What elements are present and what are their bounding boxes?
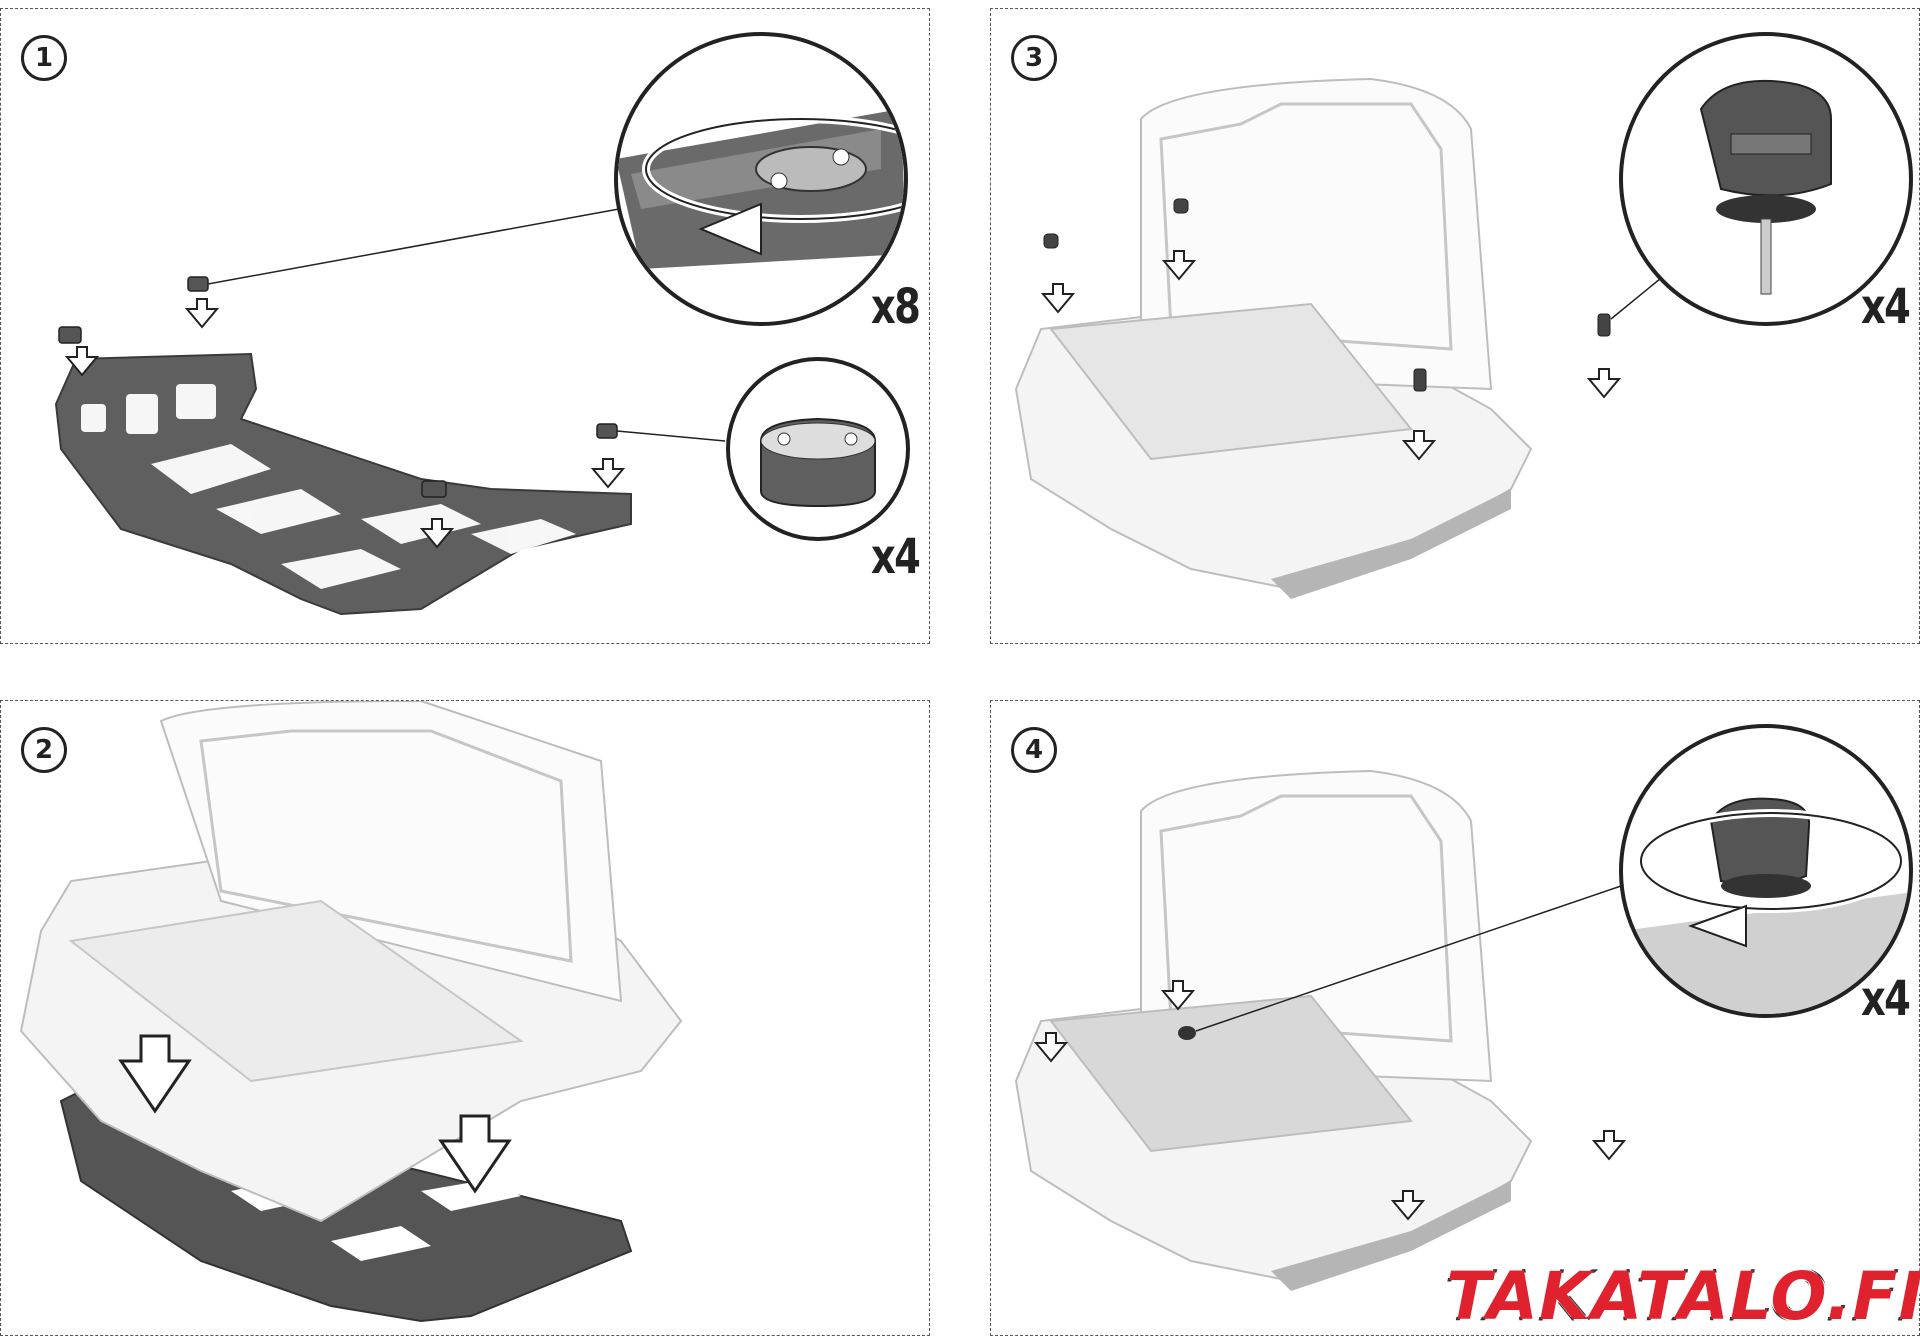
- step-number-badge: 3: [1011, 35, 1057, 81]
- step-3-panel: 3 x4: [990, 8, 1920, 644]
- final-lock-illustration: [1014, 724, 1913, 1291]
- step-number-badge: 2: [21, 727, 67, 773]
- step-4-panel: 4 x4: [990, 700, 1920, 1336]
- step-2-panel: 2: [0, 700, 930, 1336]
- watermark-logo-text: TAKATALO.FI: [1445, 1257, 1920, 1337]
- step-1-panel: 1: [0, 8, 930, 644]
- quantity-label: x8: [871, 279, 921, 335]
- step-number-badge: 1: [21, 35, 67, 81]
- top-case-illustration: [1014, 32, 1913, 599]
- quantity-label: x4: [1861, 279, 1911, 335]
- quantity-label: x4: [871, 529, 921, 585]
- case-onto-plate-illustration: [19, 701, 683, 1323]
- mounting-plate-illustration: [54, 32, 910, 616]
- quantity-label: x4: [1861, 971, 1911, 1027]
- step-number-badge: 4: [1011, 727, 1057, 773]
